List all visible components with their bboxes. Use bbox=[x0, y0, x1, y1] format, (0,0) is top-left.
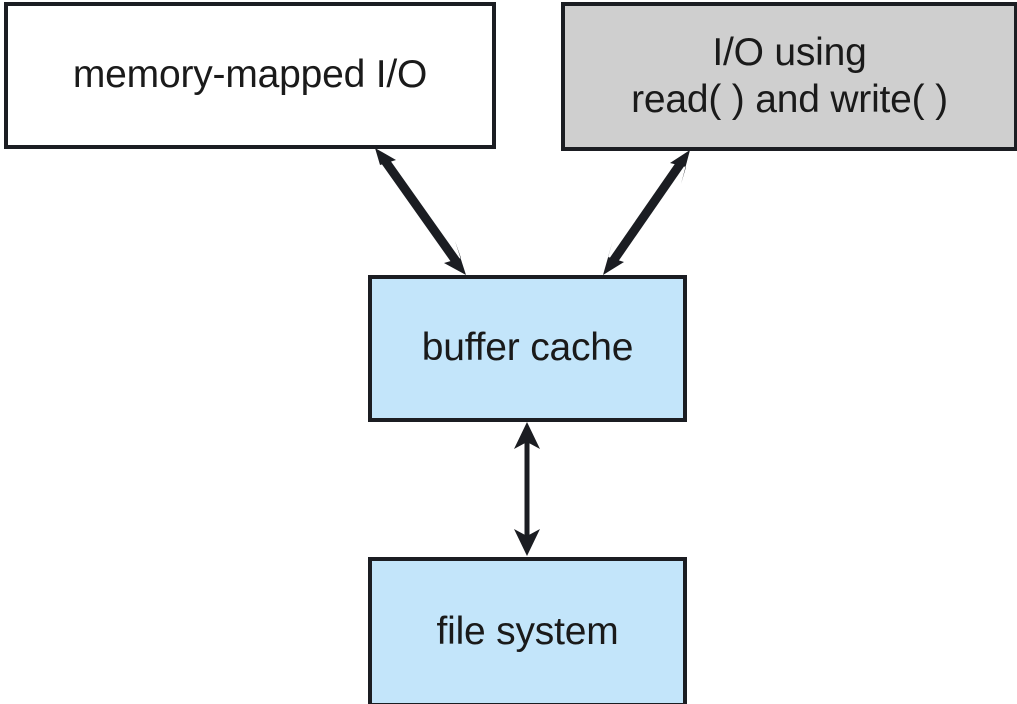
arrow-head-up-left bbox=[375, 148, 396, 182]
arrow-shaft bbox=[379, 155, 462, 267]
arrow-head-up bbox=[514, 422, 540, 449]
arrow-buffer-cache-to-file-system bbox=[514, 422, 540, 556]
node-file-system-label: file system bbox=[436, 609, 619, 653]
node-memory-mapped-io-label: memory-mapped I/O bbox=[72, 53, 428, 97]
arrow-head-down-right bbox=[444, 241, 466, 275]
node-buffer-cache-label: buffer cache bbox=[421, 326, 634, 370]
node-buffer-cache[interactable]: buffer cache bbox=[368, 275, 687, 422]
arrow-head-up-right bbox=[670, 150, 690, 184]
node-io-using-read-and-write-label: I/O using read( ) and write( ) bbox=[631, 31, 948, 121]
arrow-io-read-write-to-buffer-cache bbox=[603, 150, 690, 275]
arrow-head-down-left bbox=[603, 240, 624, 275]
node-io-using-read-and-write[interactable]: I/O using read( ) and write( ) bbox=[561, 2, 1017, 151]
arrow-memory-mapped-io-to-buffer-cache bbox=[375, 148, 466, 275]
node-memory-mapped-io[interactable]: memory-mapped I/O bbox=[4, 2, 496, 149]
arrow-head-down bbox=[514, 529, 540, 556]
arrow-shaft bbox=[607, 157, 687, 267]
node-file-system[interactable]: file system bbox=[368, 557, 687, 704]
